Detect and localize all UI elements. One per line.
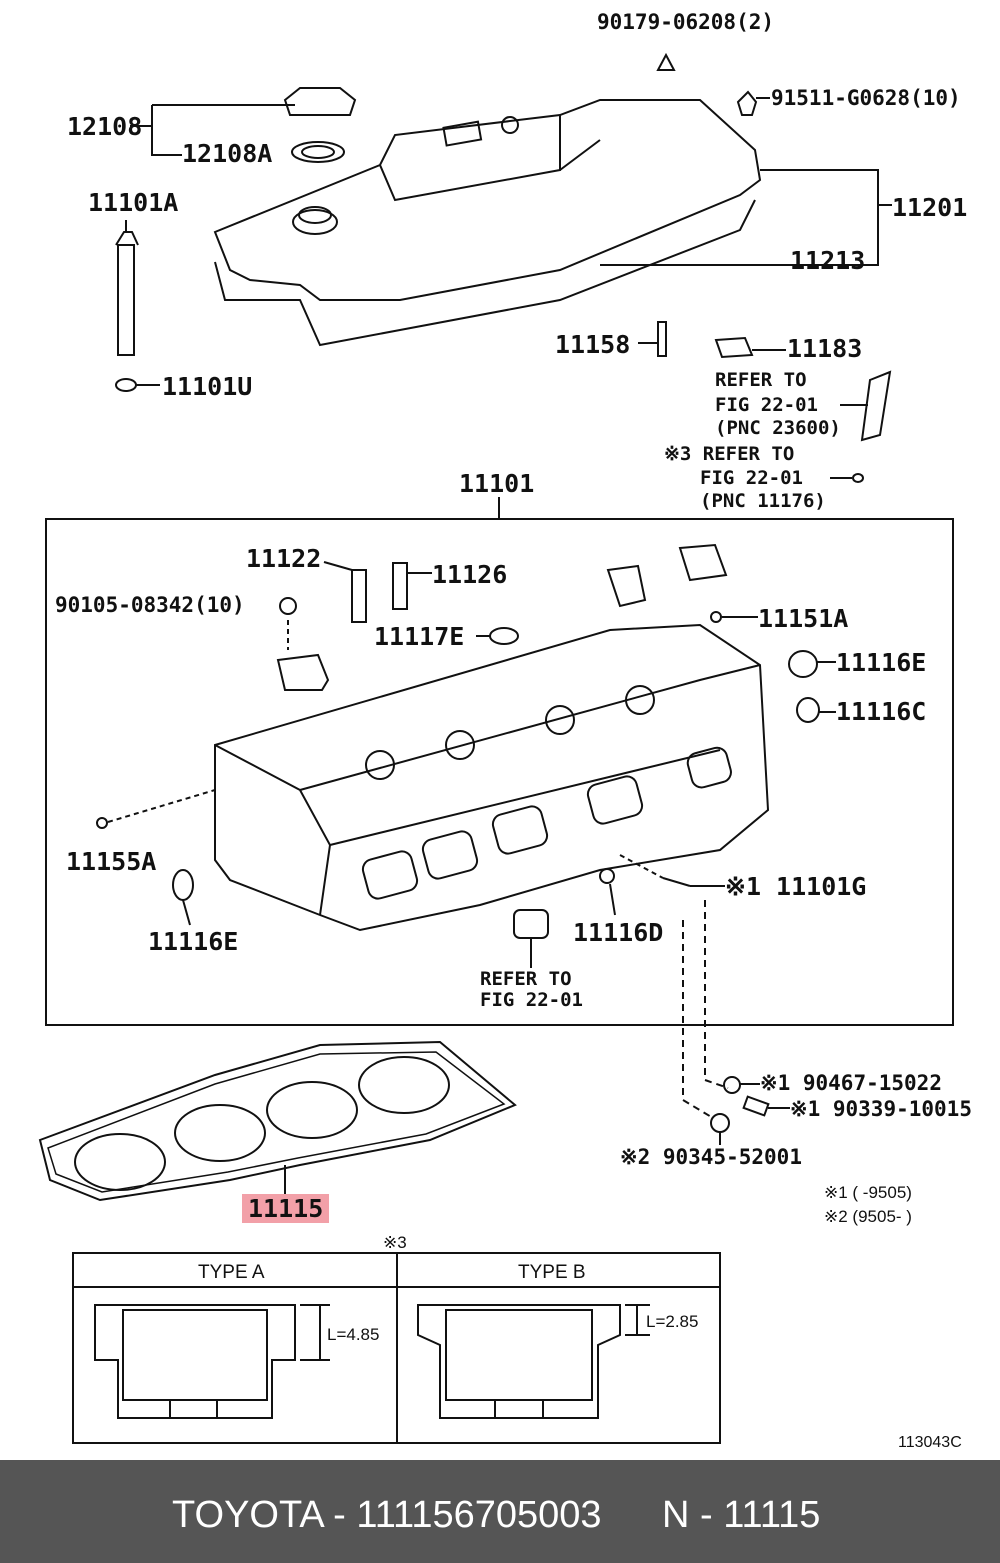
label-90339: ※1 90339-10015	[790, 1097, 972, 1121]
label-12108: 12108	[67, 112, 143, 141]
label-11116E-left: 11116E	[148, 927, 239, 956]
label-11101G: ※1 11101G	[725, 872, 867, 901]
label-fig-2: FIG 22-01	[700, 467, 803, 489]
type-b-header: TYPE B	[518, 1262, 586, 1283]
label-fig-3: FIG 22-01	[480, 989, 583, 1011]
label-11201: 11201	[892, 193, 968, 222]
label-11213: 11213	[790, 246, 866, 275]
type-a-header: TYPE A	[198, 1262, 265, 1283]
type-a-dimension: L=4.85	[327, 1325, 380, 1344]
label-11122: 11122	[246, 544, 322, 573]
label-pnc-2: (PNC 11176)	[700, 490, 826, 512]
footer-reference-number: N - 11115	[662, 1494, 821, 1536]
note-3: ※3	[383, 1233, 407, 1252]
label-90179: 90179-06208(2)	[597, 10, 775, 34]
label-refer-2: ※3 REFER TO	[664, 443, 795, 465]
parts-diagram: 90179-06208(2) 91511-G0628(10) 12108 121…	[38, 10, 972, 1451]
type-b-dimension: L=2.85	[646, 1312, 699, 1331]
diagram-drawing	[38, 52, 954, 1444]
label-11151A: 11151A	[758, 604, 849, 633]
label-11101U: 11101U	[162, 372, 253, 401]
label-11116E-right: 11116E	[836, 648, 927, 677]
label-refer-3: REFER TO	[480, 968, 572, 990]
label-11158: 11158	[555, 330, 631, 359]
footer-brand-part-number: TOYOTA - 111156705003	[172, 1494, 602, 1536]
label-90467: ※1 90467-15022	[760, 1071, 942, 1095]
label-90105: 90105-08342(10)	[55, 593, 245, 617]
label-pnc-1: (PNC 23600)	[715, 417, 841, 439]
label-11116C: 11116C	[836, 697, 927, 726]
label-11115-highlighted: 11115	[242, 1194, 330, 1223]
part-number-footer: TOYOTA - 111156705003 N - 11115	[0, 1460, 1000, 1563]
label-90345: ※2 90345-52001	[620, 1145, 802, 1169]
label-refer-1: REFER TO	[715, 369, 807, 391]
label-11117E: 11117E	[374, 622, 465, 651]
label-fig-1: FIG 22-01	[715, 394, 818, 416]
label-11101A: 11101A	[88, 188, 179, 217]
label-11183: 11183	[787, 334, 863, 363]
cylinder-head-outline	[214, 623, 770, 932]
note-2: ※2 (9505- )	[824, 1207, 912, 1226]
head-gasket-outline	[38, 1040, 517, 1202]
label-11101: 11101	[459, 469, 535, 498]
label-12108A: 12108A	[182, 139, 273, 168]
label-11126: 11126	[432, 560, 508, 589]
label-91511: 91511-G0628(10)	[771, 86, 961, 110]
label-11155A: 11155A	[66, 847, 157, 876]
figure-code: 113043C	[898, 1434, 962, 1451]
valve-cover-outline	[213, 99, 762, 301]
label-11116D: 11116D	[573, 918, 664, 947]
note-1: ※1 ( -9505)	[824, 1183, 912, 1202]
